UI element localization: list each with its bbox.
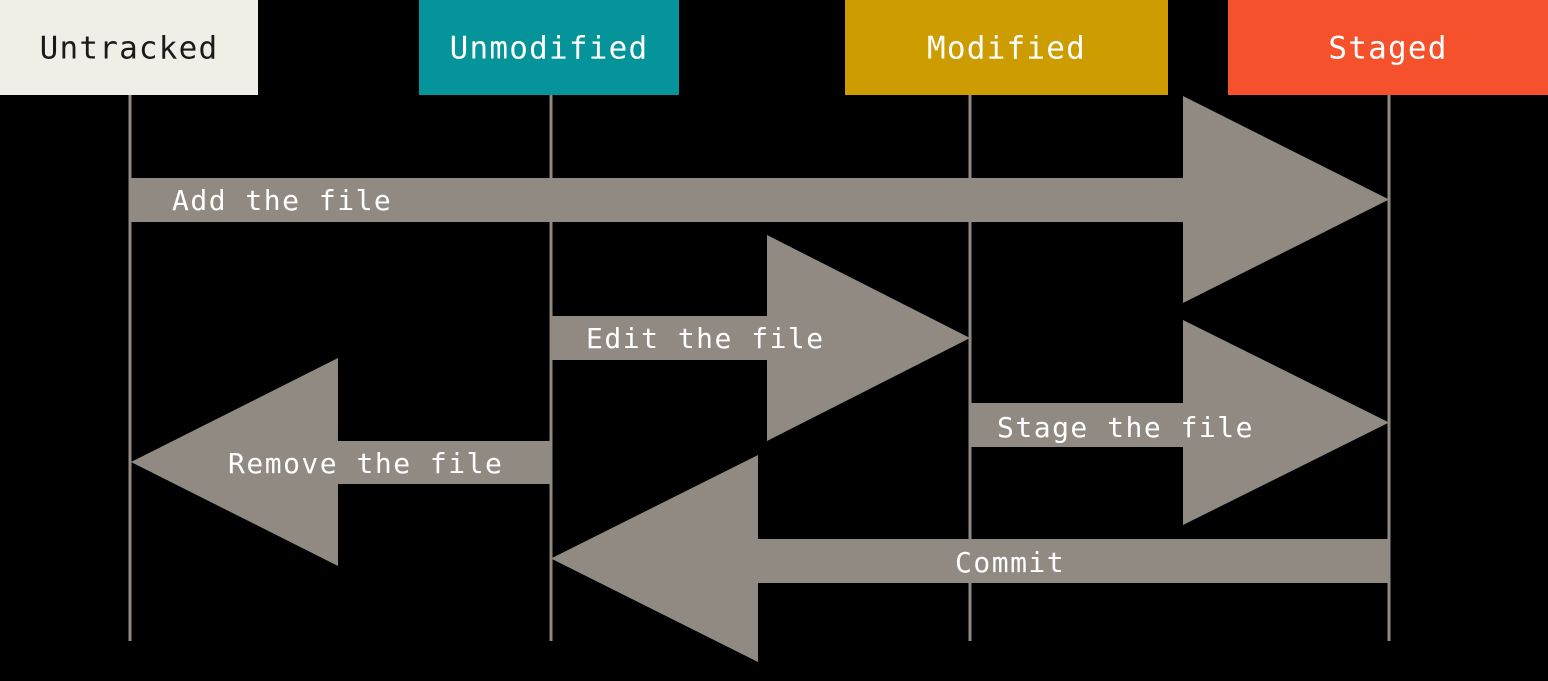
state-label-modified: Modified bbox=[927, 31, 1086, 67]
state-box-fill-untracked bbox=[0, 0, 258, 95]
transition-label-stage-the-file: Stage the file bbox=[997, 411, 1254, 444]
state-label-staged: Staged bbox=[1328, 31, 1447, 67]
state-box-untracked[interactable]: Untracked bbox=[0, 0, 258, 95]
arrow-commit bbox=[551, 455, 1389, 662]
state-box-modified[interactable]: Modified bbox=[845, 0, 1168, 95]
state-boxes-group: Untracked Unmodified Modified Staged bbox=[0, 0, 1548, 95]
arrow-add-the-file bbox=[130, 96, 1389, 303]
transition-label-add-the-file: Add the file bbox=[172, 184, 392, 217]
state-box-fill-unmodified bbox=[419, 0, 679, 95]
transition-arrows-group bbox=[130, 96, 1389, 662]
state-box-fill-staged bbox=[1228, 0, 1548, 95]
transition-label-commit: Commit bbox=[955, 546, 1065, 579]
arrow-edit-the-file bbox=[551, 235, 970, 441]
state-box-fill-modified bbox=[845, 0, 1168, 95]
transition-label-edit-the-file: Edit the file bbox=[586, 322, 825, 355]
transition-label-remove-the-file: Remove the file bbox=[228, 447, 503, 480]
state-box-unmodified[interactable]: Unmodified bbox=[419, 0, 679, 95]
state-label-unmodified: Unmodified bbox=[450, 31, 649, 67]
state-box-staged[interactable]: Staged bbox=[1228, 0, 1548, 95]
arrow-remove-the-file bbox=[131, 358, 551, 566]
arrow-stage-the-file bbox=[970, 320, 1389, 525]
state-label-untracked: Untracked bbox=[40, 31, 219, 67]
